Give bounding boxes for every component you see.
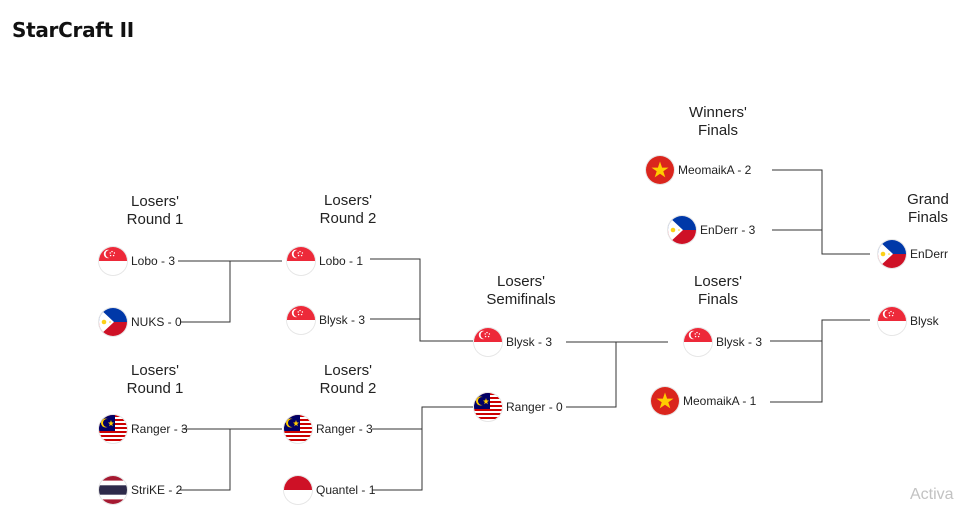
bracket-entry[interactable]: MeomaikA - 2: [646, 155, 751, 185]
round-header-losers-round2-bottom: Losers' Round 2: [283, 362, 413, 398]
entry-label: Quantel - 1: [316, 483, 376, 497]
entry-label: EnDerr - 3: [700, 223, 756, 237]
connector-wf: [772, 169, 870, 255]
round-header-line: Finals: [697, 291, 738, 308]
entry-label: MeomaikA - 1: [683, 394, 757, 408]
round-header-grand-finals: Grand Finals: [863, 191, 965, 227]
entry-label: Blysk - 3: [506, 335, 553, 349]
round-header-losers-semifinals: Losers' Semifinals: [456, 273, 586, 309]
entry-label: NUKS - 0: [131, 315, 182, 329]
connector-lr1b: [180, 428, 282, 491]
bracket-entry[interactable]: EnDerr - 3: [668, 215, 755, 245]
flag-malaysia-icon: [284, 415, 312, 443]
round-header-line: Losers': [694, 273, 742, 290]
flag-malaysia-icon: [474, 393, 502, 421]
round-header-line: Losers': [324, 192, 372, 209]
flag-thailand-icon: [99, 476, 127, 504]
entry-label: StriKE - 2: [131, 483, 183, 497]
round-header-line: Finals: [697, 122, 738, 139]
connector-lr2b: [372, 406, 473, 491]
round-header-line: Semifinals: [486, 291, 556, 308]
entry-label: Blysk - 3: [716, 335, 763, 349]
round-header-line: Losers': [131, 193, 179, 210]
round-header-winners-finals: Winners' Finals: [653, 104, 783, 140]
flag-philippines-icon: [668, 216, 696, 244]
round-header-line: Winners': [689, 104, 747, 121]
round-header-line: Round 1: [126, 211, 184, 228]
bracket-entry[interactable]: MeomaikA - 1: [651, 386, 756, 416]
flag-indonesia-icon: [284, 476, 312, 504]
round-header-line: Finals: [907, 209, 948, 226]
bracket-entry[interactable]: Lobo - 3: [99, 246, 175, 276]
bracket-entry[interactable]: NUKS - 0: [99, 307, 182, 337]
flag-philippines-icon: [99, 308, 127, 336]
entry-label: Blysk: [910, 314, 939, 328]
entry-label: MeomaikA - 2: [678, 163, 752, 177]
flag-vietnam-icon: [651, 387, 679, 415]
activation-watermark: Activa: [910, 486, 954, 503]
bracket-entry[interactable]: Lobo - 1: [287, 246, 363, 276]
bracket-entry[interactable]: Blysk - 3: [474, 327, 552, 357]
flag-singapore-icon: [474, 328, 502, 356]
flag-singapore-icon: [287, 247, 315, 275]
bracket-entry[interactable]: Ranger - 0: [474, 392, 563, 422]
bracket-entry[interactable]: Blysk - 3: [684, 327, 762, 357]
flag-philippines-icon: [878, 240, 906, 268]
flag-singapore-icon: [99, 247, 127, 275]
entry-label: Blysk - 3: [319, 313, 366, 327]
flag-singapore-icon: [287, 306, 315, 334]
entry-label: Lobo - 3: [131, 254, 176, 268]
round-header-losers-round1-bottom: Losers' Round 1: [90, 362, 220, 398]
round-header-line: Round 2: [319, 210, 377, 227]
flag-vietnam-icon: [646, 156, 674, 184]
entry-label: Ranger - 0: [506, 400, 563, 414]
round-header-losers-finals: Losers' Finals: [653, 273, 783, 309]
bracket-entry[interactable]: Quantel - 1: [284, 475, 375, 505]
connector-lsf: [566, 341, 668, 408]
connector-lr1a: [178, 260, 282, 323]
entry-label: Ranger - 3: [316, 422, 373, 436]
entry-label: EnDerr: [910, 247, 949, 261]
entry-label: Lobo - 1: [319, 254, 364, 268]
bracket-entry[interactable]: StriKE - 2: [99, 475, 182, 505]
bracket-entry[interactable]: Ranger - 3: [99, 414, 188, 444]
connector-lr2a: [370, 258, 473, 342]
bracket-entry[interactable]: Ranger - 3: [284, 414, 373, 444]
bracket-entry[interactable]: EnDerr: [878, 239, 948, 269]
entry-label: Ranger - 3: [131, 422, 188, 436]
bracket-entry[interactable]: Blysk - 3: [287, 305, 365, 335]
flag-singapore-icon: [878, 307, 906, 335]
page-title: StarCraft II: [12, 18, 134, 42]
round-header-line: Round 2: [319, 380, 377, 397]
round-header-line: Round 1: [126, 380, 184, 397]
round-header-losers-round1-top: Losers' Round 1: [90, 193, 220, 229]
bracket-entry[interactable]: Blysk: [878, 306, 939, 336]
flag-malaysia-icon: [99, 415, 127, 443]
flag-singapore-icon: [684, 328, 712, 356]
round-header-line: Losers': [324, 362, 372, 379]
round-header-line: Grand: [907, 191, 949, 208]
round-header-losers-round2-top: Losers' Round 2: [283, 192, 413, 228]
connector-lf: [770, 319, 870, 403]
round-header-line: Losers': [131, 362, 179, 379]
round-header-line: Losers': [497, 273, 545, 290]
